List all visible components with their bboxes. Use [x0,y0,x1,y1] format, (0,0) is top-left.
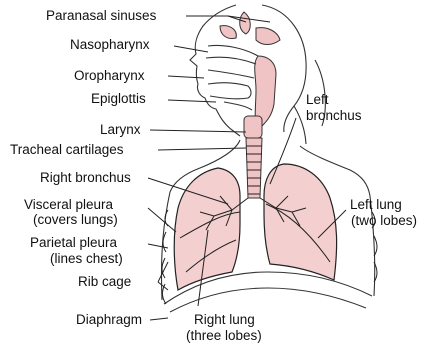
label-parietal-pleura: Parietal pleura [30,235,118,250]
label-diaphragm: Diaphragm [76,312,142,327]
label-epiglottis: Epiglottis [91,91,146,106]
trachea [244,116,262,198]
label-nasopharynx: Nasopharynx [70,37,150,52]
label-larynx: Larynx [100,122,141,137]
label-parietal-pleura-note: (lines chest) [50,251,123,266]
label-right-lung: Right lung [194,312,255,327]
label-left-lung-note: (two lobes) [351,213,417,228]
label-left-bronchus-line2: bronchus [306,108,362,123]
label-visceral-pleura-note: (covers lungs) [33,212,118,227]
label-visceral-pleura: Visceral pleura [24,197,114,212]
label-right-bronchus: Right bronchus [40,170,131,185]
label-right-lung-note: (three lobes) [186,328,262,343]
label-left-bronchus-line1: Left [306,92,329,107]
label-tracheal-cartilages: Tracheal cartilages [10,142,124,157]
label-rib-cage: Rib cage [78,274,131,289]
label-left-lung: Left lung [350,197,402,212]
paranasal-sinuses [220,12,280,45]
label-paranasal-sinuses: Paranasal sinuses [46,8,157,23]
pharynx-airway [206,45,276,126]
right-lung-shape [174,168,248,290]
label-oropharynx: Oropharynx [74,68,145,83]
